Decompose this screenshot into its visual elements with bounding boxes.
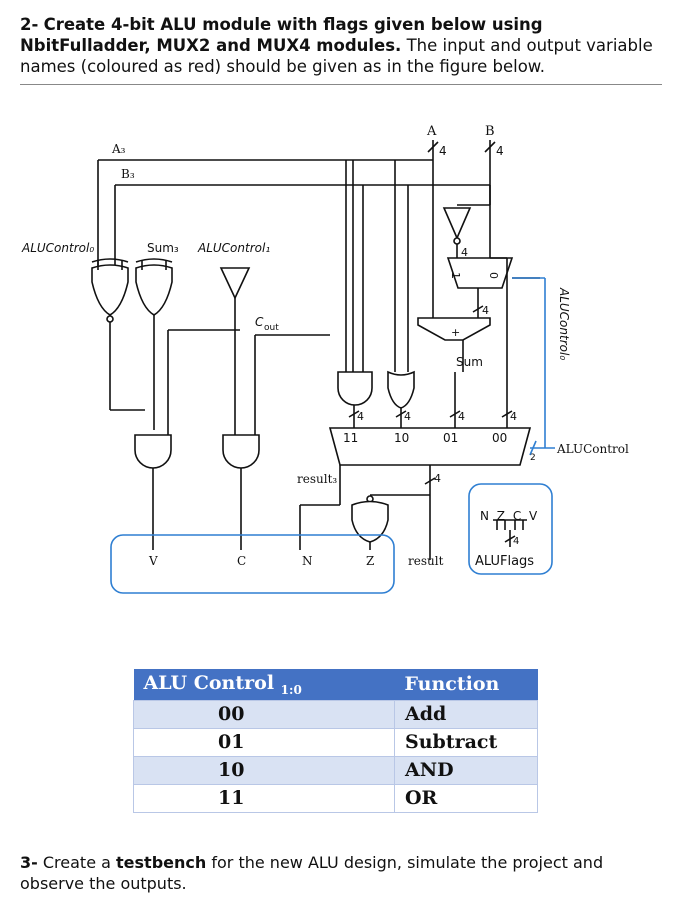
flag-c: C [237,554,246,568]
alu-control-table: ALU Control 1:0 Function 00 Add 01 Subtr… [133,669,538,813]
table-cell-code: 01 [133,727,395,757]
table-cell-function: Subtract [394,727,538,757]
sel-width: 2 [530,453,536,463]
label-cout: C [255,315,264,329]
label-nzcv: N Z C V [480,509,539,523]
table-cell-function: Add [394,699,538,729]
question-3-bold: testbench [116,853,207,872]
bus-width-sum-00: 4 [510,410,517,423]
mux4-input-00: 00 [492,431,507,445]
table-cell-code: 10 [133,755,395,785]
question-2-text: 2- Create 4-bit ALU module with flags gi… [20,14,666,77]
label-alucontrol1: ALUControl₁ [197,241,270,255]
bus-width-A: 4 [439,144,447,158]
label-sum3: Sum₃ [147,241,179,255]
label-B3: B₃ [121,167,135,181]
table-header-function: Function [394,669,538,701]
label-cout-sub: out [264,323,279,333]
label-result: result [408,554,444,568]
table-cell-function: AND [394,755,538,785]
question-3-text: 3- Create a testbench for the new ALU de… [20,852,666,894]
bus-width-or: 4 [404,410,411,423]
label-result3: result₃ [297,472,337,486]
flag-n: N [302,554,313,568]
table-cell-function: OR [394,783,538,813]
mux4-input-10: 10 [394,431,409,445]
table-cell-code: 11 [133,783,395,813]
table-cell-code: 00 [133,699,395,729]
bus-width-sum-01: 4 [458,410,465,423]
label-alucontrol: ALUControl [556,442,629,456]
label-aluflags: ALUFlags [475,554,534,569]
bus-width-result: 4 [434,472,441,485]
bus-width-notB: 4 [461,246,468,259]
mux4-input-01: 01 [443,431,458,445]
question-3-post: for the new ALU design, simulate the pro… [20,853,604,893]
label-alucontrol0-right: ALUControl₀ [557,287,571,360]
bus-width-mux2: 4 [482,304,489,317]
table-row: 11 OR [133,783,538,813]
label-A3: A₃ [111,142,126,156]
flag-z: Z [366,554,374,568]
label-A: A [426,124,437,139]
mux4-input-11: 11 [343,431,358,445]
question-3-pre: Create a [42,853,111,872]
adder-plus: + [451,326,460,339]
question-3-number: 3- [20,853,38,872]
table-header-control-main: ALU Control [143,672,275,694]
table-header-control: ALU Control 1:0 [133,669,395,701]
label-sum: Sum [456,355,483,369]
question-2-rest: The input and output variable names (col… [20,36,653,76]
mux2-in1: 1 [449,272,462,279]
table-row: 00 Add [133,699,538,729]
table-row: 01 Subtract [133,727,538,757]
mux2-in0: 0 [487,272,500,279]
bus-width-and: 4 [357,410,364,423]
table-header-control-sub: 1:0 [280,682,302,697]
table-row: 10 AND [133,755,538,785]
question-2-number: 2- [20,15,39,34]
divider [20,84,662,85]
alu-diagram: A B 4 4 A₃ B₃ ALUControl₀ Sum₃ ALUContro… [21,124,629,594]
label-B: B [485,124,495,139]
label-alucontrol0-left: ALUControl₀ [21,241,94,255]
question-2-bold: Create 4-bit ALU module with flags given… [20,15,543,55]
bus-width-flags: 4 [513,536,519,547]
bus-width-B: 4 [496,144,504,158]
flag-v: V [148,554,158,568]
